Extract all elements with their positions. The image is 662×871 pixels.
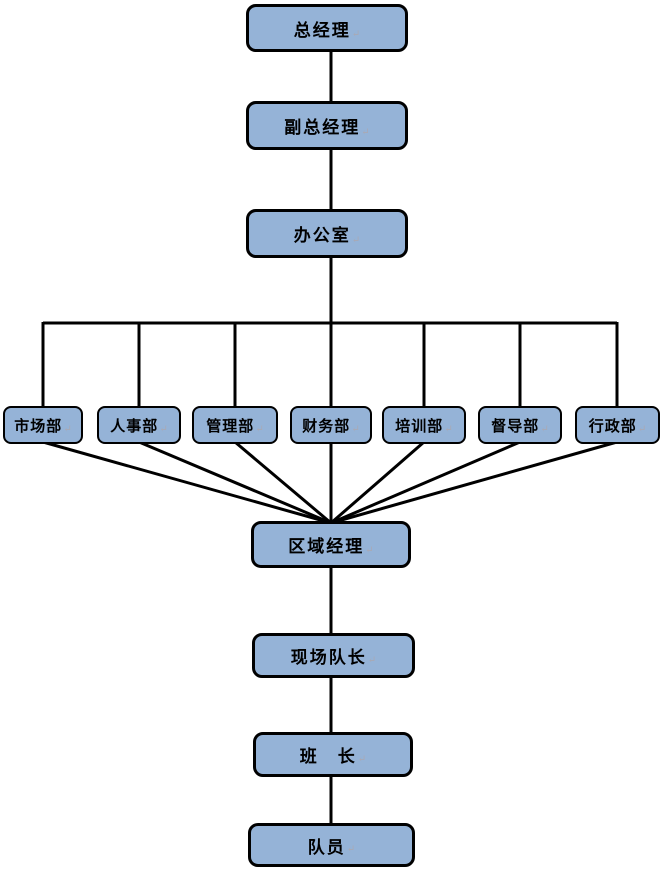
node-label: 财务部 [302, 418, 351, 435]
paragraph-mark: ↵ [367, 655, 377, 666]
node-general-manager: 总经理↵ [246, 4, 408, 52]
node-squad-leader: 班 长↵ [253, 732, 413, 777]
node-label: 办公室 [293, 226, 351, 245]
node-dept-training: 培训部↵ [382, 406, 466, 444]
node-regional-manager: 区域经理↵ [251, 521, 411, 568]
distribution-connectors [41, 321, 619, 408]
node-label: 区域经理 [288, 537, 365, 556]
node-dept-administration: 行政部↵ [575, 406, 660, 444]
node-deputy-general-manager: 副总经理↵ [246, 101, 408, 150]
node-dept-marketing: 市场部↵ [3, 406, 83, 444]
node-label: 班 长 [299, 747, 357, 766]
node-team-member: 队员↵ [248, 823, 415, 867]
node-site-captain: 现场队长↵ [252, 633, 415, 678]
paragraph-mark: ↵ [351, 424, 360, 435]
node-label: 现场队长 [290, 648, 367, 667]
node-dept-management: 管理部↵ [192, 406, 278, 444]
node-dept-supervision: 督导部↵ [478, 406, 562, 444]
node-label: 督导部 [491, 418, 540, 435]
node-label: 行政部 [588, 418, 637, 435]
node-label: 队员 [307, 837, 346, 857]
paragraph-mark: ↵ [351, 235, 361, 246]
paragraph-mark: ↵ [540, 424, 549, 435]
node-label: 管理部 [206, 418, 255, 435]
node-label: 培训部 [395, 418, 444, 435]
node-label: 市场部 [14, 418, 63, 435]
node-label: 副总经理 [284, 118, 361, 137]
node-dept-finance: 财务部↵ [290, 406, 372, 444]
node-label: 人事部 [110, 418, 159, 435]
paragraph-mark: ↵ [351, 29, 361, 40]
paragraph-mark: ↵ [357, 754, 367, 765]
paragraph-mark: ↵ [63, 424, 72, 435]
node-dept-hr: 人事部↵ [97, 406, 181, 444]
paragraph-mark: ↵ [255, 424, 264, 435]
paragraph-mark: ↵ [346, 844, 356, 855]
node-office: 办公室↵ [246, 209, 408, 258]
paragraph-mark: ↵ [159, 424, 168, 435]
paragraph-mark: ↵ [444, 424, 453, 435]
paragraph-mark: ↵ [637, 424, 647, 435]
paragraph-mark: ↵ [365, 545, 374, 556]
node-label: 总经理 [293, 20, 351, 40]
fan-connectors [42, 440, 618, 525]
paragraph-mark: ↵ [361, 127, 370, 138]
